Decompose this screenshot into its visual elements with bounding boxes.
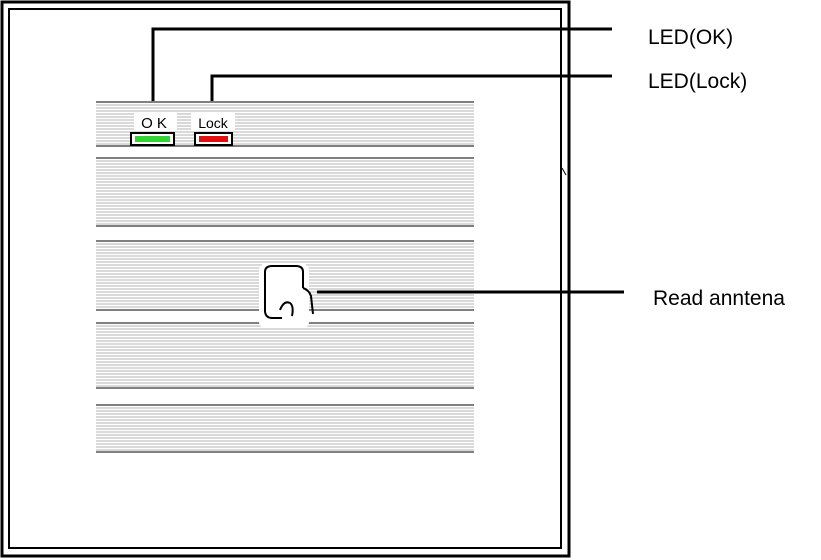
led-lock-light [199, 136, 228, 142]
led-lock-label: Lock [198, 115, 229, 131]
led-ok-label: O K [141, 115, 167, 132]
callout-led-ok: LED(OK) [648, 27, 733, 48]
frame-side-tick [562, 168, 566, 175]
callout-line-led-lock [212, 76, 612, 101]
led-ok-light [135, 136, 170, 142]
callout-read-antenna: Read anntena [653, 288, 785, 309]
callout-led-lock: LED(Lock) [648, 71, 747, 92]
read-antenna-icon [259, 264, 313, 328]
callout-line-led-ok [153, 29, 612, 101]
